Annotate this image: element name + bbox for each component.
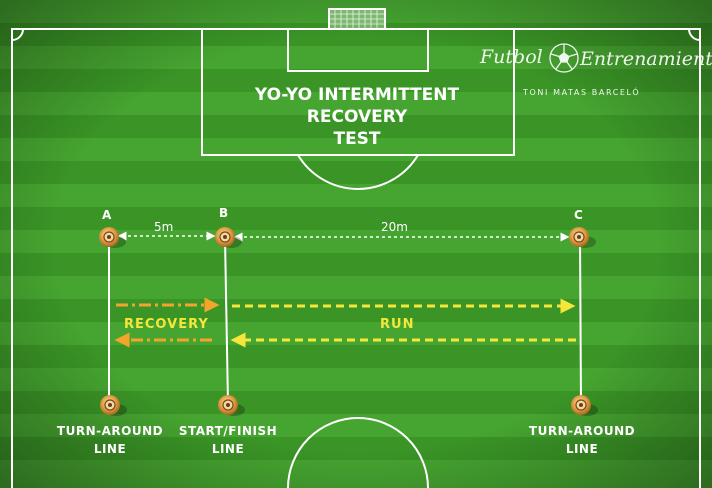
penalty-arc xyxy=(297,154,419,190)
soccer-ball-icon xyxy=(549,43,579,73)
title-line-1: YO-YO INTERMITTENT RECOVERY xyxy=(254,85,460,127)
recovery-label: RECOVERY xyxy=(124,317,209,332)
label-turn-around-left-1: TURN-AROUND xyxy=(56,424,164,438)
label-start-finish-2: LINE xyxy=(211,442,245,456)
cones xyxy=(99,227,598,416)
cone-label-b: B xyxy=(219,206,229,220)
label-turn-around-right: TURN-AROUND LINE xyxy=(524,422,640,458)
cone-label-c: C xyxy=(574,208,583,222)
cone-b-bottom xyxy=(218,395,245,416)
brand-author: TONI MATAS BARCELÓ xyxy=(523,88,641,97)
cone-label-a: A xyxy=(102,208,112,222)
run-arrows xyxy=(114,297,576,348)
brand-name-part-1: Futbol xyxy=(480,46,543,68)
cone-a-top xyxy=(99,227,126,248)
cone-c-bottom xyxy=(571,395,598,416)
center-circle xyxy=(287,417,429,488)
distance-label-bc: 20m xyxy=(381,220,408,234)
brand-name-part-2: Entrenamiento xyxy=(580,48,712,70)
label-start-finish: START/FINISH LINE xyxy=(170,422,286,458)
cone-c-top xyxy=(569,227,596,248)
label-turn-around-left: TURN-AROUND LINE xyxy=(52,422,168,458)
distance-arrows xyxy=(117,231,570,242)
corner-arc-left xyxy=(11,28,24,41)
cone-a-bottom xyxy=(100,395,127,416)
corner-arc-right xyxy=(688,28,701,41)
goal-net xyxy=(328,8,386,30)
page-title: YO-YO INTERMITTENT RECOVERY TEST xyxy=(202,84,512,150)
cone-b-top xyxy=(215,227,242,248)
label-turn-around-left-2: LINE xyxy=(93,442,127,456)
start-finish-line xyxy=(224,237,229,405)
turn-around-line-right xyxy=(579,237,582,405)
label-turn-around-right-2: LINE xyxy=(565,442,599,456)
label-turn-around-right-1: TURN-AROUND xyxy=(528,424,636,438)
run-label: RUN xyxy=(380,317,415,332)
title-line-2: TEST xyxy=(333,129,381,149)
label-start-finish-1: START/FINISH xyxy=(178,424,278,438)
test-lines xyxy=(108,237,582,405)
distance-label-ab: 5m xyxy=(154,220,174,234)
